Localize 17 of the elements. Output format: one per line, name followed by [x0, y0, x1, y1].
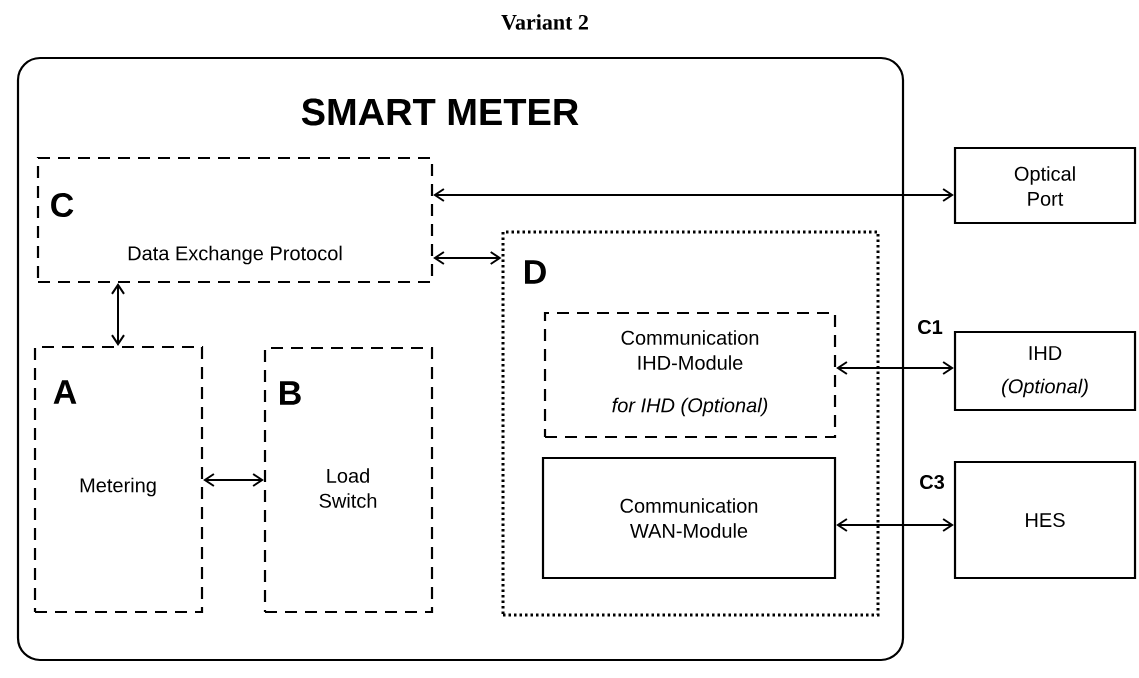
module-box: Communication IHD-Module for IHD (Optional)	[543, 311, 837, 439]
device-box: HES	[953, 460, 1137, 580]
module-box: Communication WAN-Module	[541, 456, 837, 580]
arrow	[433, 251, 502, 265]
device-box: Optical Port	[953, 146, 1137, 225]
edge-label: C1	[916, 318, 944, 336]
arrow	[836, 361, 954, 375]
module-box: B Load Switch	[263, 346, 434, 614]
device-box: IHD (Optional)	[953, 330, 1137, 412]
arrow	[433, 188, 954, 202]
arrow	[203, 473, 264, 487]
edge-label: C3	[918, 473, 946, 491]
arrow	[836, 518, 954, 532]
title: Variant 2	[501, 14, 588, 30]
module-box: A Metering	[33, 345, 204, 614]
module-box: C Data Exchange Protocol	[36, 156, 434, 284]
arrow	[111, 283, 125, 346]
